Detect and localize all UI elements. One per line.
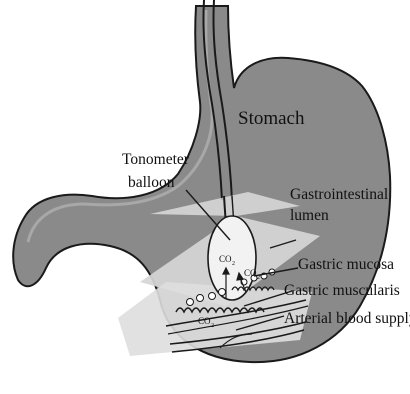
co2-text: CO	[219, 254, 232, 264]
co2-subscript: 2	[232, 261, 235, 267]
label-blood: Arterial blood supply	[284, 310, 410, 327]
co2-text: CO	[198, 316, 211, 326]
label-muscularis: Gastric muscularis	[284, 282, 400, 299]
label-tonometer-line1: Tonometer	[122, 151, 190, 168]
label-stomach: Stomach	[238, 108, 305, 129]
label-mucosa: Gastric mucosa	[298, 256, 394, 273]
label-tonometer-line2: balloon	[128, 174, 175, 191]
label-lumen-line2: lumen	[290, 207, 329, 224]
co2-subscript: 2	[211, 323, 214, 329]
label-lumen-line1: Gastrointestinal	[290, 186, 388, 203]
